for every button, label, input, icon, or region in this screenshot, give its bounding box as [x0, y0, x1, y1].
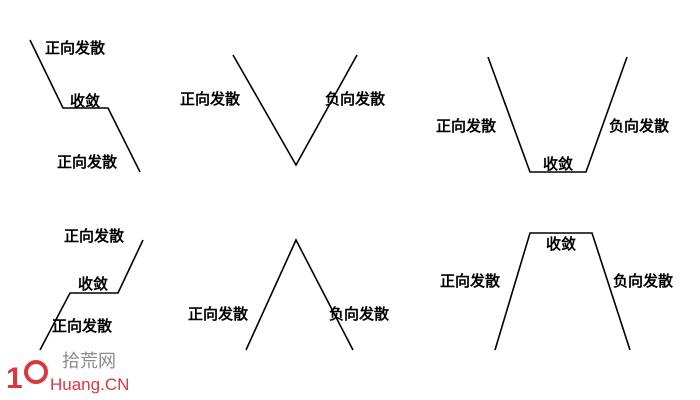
watermark-number: 1 [6, 362, 23, 395]
watermark-site-cn: 拾荒网 [62, 351, 116, 372]
panel1-line [29, 39, 141, 173]
panel6-label-right: 负向发散 [613, 272, 674, 290]
panel4-label-bottom: 正向发散 [52, 317, 113, 335]
panel1-label-mid: 收敛 [70, 92, 100, 110]
panel6-label-top: 收敛 [546, 235, 576, 253]
panel3-label-mid: 收敛 [543, 155, 573, 173]
panel3-label-left: 正向发散 [436, 117, 497, 135]
panel2-label-left: 正向发散 [180, 90, 241, 108]
panel5-label-right: 负向发散 [329, 305, 390, 323]
watermark-site-en: Huang.CN [50, 375, 129, 394]
panel4-line [39, 239, 144, 351]
gear-icon [24, 360, 48, 384]
panel5-label-left: 正向发散 [188, 305, 249, 323]
panel6-label-left: 正向发散 [440, 272, 501, 290]
panel6-line [494, 232, 631, 351]
panel5-line [245, 238, 354, 351]
panel1-label-top: 正向发散 [45, 39, 106, 57]
panel1-label-bottom: 正向发散 [57, 153, 118, 171]
panel4-label-mid: 收敛 [78, 275, 108, 293]
panel3-label-right: 负向发散 [609, 117, 670, 135]
watermark-logo: 1 拾荒网 Huang.CN [6, 351, 129, 395]
panel2-label-right: 负向发散 [325, 90, 386, 108]
panel4-label-top: 正向发散 [64, 227, 125, 245]
panel3-line [487, 56, 628, 173]
panel2-line [232, 54, 358, 167]
